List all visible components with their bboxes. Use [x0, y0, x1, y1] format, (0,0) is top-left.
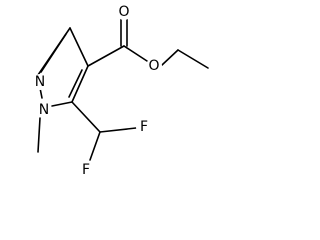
- bond-cf2-f-right: [99, 127, 137, 133]
- bond-c3-n2: [51, 101, 73, 107]
- atom-label: O: [118, 4, 129, 20]
- atom-o-carbonyl: O: [116, 4, 132, 20]
- atom-f-right: F: [136, 119, 152, 135]
- atom-label: F: [82, 162, 90, 178]
- bond-c4-c3: [71, 65, 89, 103]
- atom-o-ester: O: [146, 58, 162, 74]
- bond-n-methyl: [37, 117, 41, 153]
- atom-label: F: [140, 119, 148, 135]
- atom-n-top: N: [32, 74, 48, 90]
- bond-c3-cf2: [71, 101, 101, 133]
- atom-n-methyl: N: [36, 102, 52, 118]
- bond-o-ethyl: [161, 49, 179, 66]
- bond-ethyl-ch3: [177, 49, 209, 69]
- bond-cf2-f-down: [89, 131, 101, 161]
- atom-label: N: [39, 102, 49, 118]
- molecule-structure: N N O O F F: [32, 4, 209, 178]
- bond-c5-c4: [69, 27, 89, 67]
- atom-f-bottom: F: [78, 162, 94, 178]
- atom-label: O: [148, 58, 159, 74]
- bond-carbonyl-o-ester: [123, 45, 148, 62]
- bond-ring-double: [40, 33, 67, 73]
- bond-c4-c3-inner: [68, 69, 83, 98]
- bond-c4-carbonyl: [87, 45, 125, 67]
- atom-label: N: [35, 74, 45, 90]
